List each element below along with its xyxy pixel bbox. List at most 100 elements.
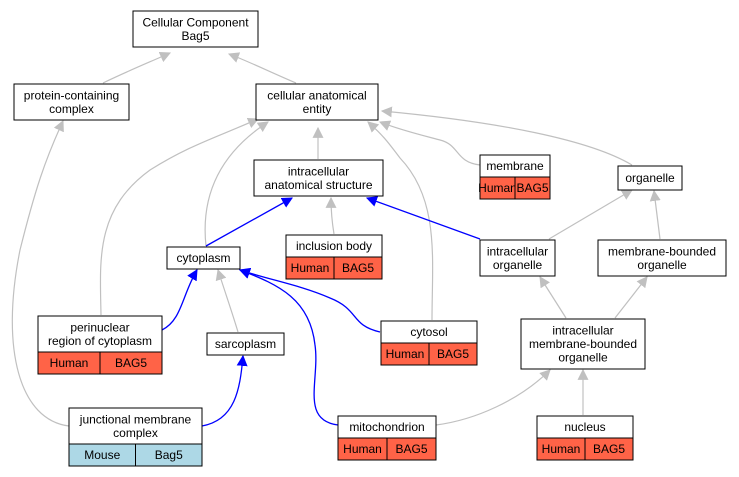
node-label-line: membrane-bounded xyxy=(608,244,716,258)
node-label-line: cytosol xyxy=(410,325,447,339)
node-label-line: intracellular xyxy=(487,244,548,258)
species-label: Human xyxy=(542,442,581,456)
edge-membrane-bounded-organelle-to-organelle xyxy=(649,189,661,240)
edge-intracellular-membrane-bounded-organelle-to-intracellular-organelle xyxy=(539,276,567,319)
node-label-line: inclusion body xyxy=(296,239,372,253)
node-box xyxy=(597,239,727,277)
node-box xyxy=(166,246,241,270)
human-annotation-cell xyxy=(333,256,383,280)
node-sarcoplasm[interactable]: sarcoplasm xyxy=(206,332,285,356)
node-box xyxy=(132,10,259,48)
edge-sarcoplasm-to-cytoplasm xyxy=(215,268,239,333)
species-label: Human xyxy=(343,442,382,456)
edge-perinuclear-region-to-cellular-anatomical-entity xyxy=(99,117,260,316)
edge-cytoplasm-to-intracellular-anatomical-structure xyxy=(205,197,293,247)
edge-cytoplasm-to-cellular-anatomical-entity xyxy=(204,121,269,247)
species-label: Mouse xyxy=(84,448,120,462)
gene-label: BAG5 xyxy=(516,181,548,195)
node-label-line: cellular anatomical xyxy=(267,88,366,102)
node-box xyxy=(13,83,130,121)
edge-mitochondrion-to-intracellular-membrane-bounded-organelle xyxy=(435,369,551,426)
node-box xyxy=(617,165,683,191)
node-label-line: membrane-bounded xyxy=(529,337,637,351)
mouse-annotation-cell xyxy=(135,443,203,467)
node-label-line: organelle xyxy=(625,171,675,185)
species-label: Human xyxy=(478,181,517,195)
node-box xyxy=(479,239,556,277)
species-label: Human xyxy=(50,356,89,370)
human-annotation-cell xyxy=(584,437,634,461)
human-annotation-cell xyxy=(514,176,551,200)
node-label-line: cytoplasm xyxy=(176,251,230,265)
node-label-line: nucleus xyxy=(564,420,605,434)
node-label-line: organelle xyxy=(637,258,687,272)
edge-junctional-membrane-complex-to-protein-containing-complex xyxy=(11,120,70,427)
gene-label: BAG5 xyxy=(395,442,427,456)
node-organelle[interactable]: organelle xyxy=(617,165,683,191)
edge-protein-containing-complex-to-cc-bag5 xyxy=(102,52,172,84)
node-label-line: organelle xyxy=(493,258,543,272)
edge-perinuclear-region-to-cytoplasm xyxy=(161,269,198,331)
edge-mitochondrion-to-cytoplasm xyxy=(238,268,339,426)
edges-layer xyxy=(11,52,661,427)
node-label-line: perinuclear xyxy=(70,320,129,334)
node-box xyxy=(255,83,379,121)
node-box xyxy=(68,407,203,445)
gene-label: BAG5 xyxy=(342,261,374,275)
node-label-line: anatomical structure xyxy=(264,178,372,192)
edge-inclusion-body-to-intracellular-anatomical-structure xyxy=(325,196,337,235)
edge-cytosol-to-cytoplasm xyxy=(238,267,381,333)
gene-label: BAG5 xyxy=(115,356,147,370)
human-annotation-cell xyxy=(428,342,478,366)
node-label-line: membrane xyxy=(486,159,544,173)
species-label: Human xyxy=(291,261,330,275)
edge-membrane-to-cellular-anatomical-entity xyxy=(378,120,481,166)
node-label-line: entity xyxy=(303,102,332,116)
gene-label: BAG5 xyxy=(437,347,469,361)
nodes-layer: Cellular ComponentBag5protein-containing… xyxy=(13,10,727,467)
gene-label: BAG5 xyxy=(593,442,625,456)
node-label-line: mitochondrion xyxy=(349,420,424,434)
node-label-line: Cellular Component xyxy=(142,15,249,29)
gene-label: Bag5 xyxy=(155,448,183,462)
edge-junctional-membrane-complex-to-sarcoplasm xyxy=(201,354,248,427)
edge-intracellular-membrane-bounded-organelle-to-membrane-bounded-organelle xyxy=(614,276,648,319)
node-box xyxy=(37,315,163,353)
node-label-line: Bag5 xyxy=(181,29,209,43)
node-cytoplasm[interactable]: cytoplasm xyxy=(166,246,241,270)
edge-cytosol-to-cellular-anatomical-entity xyxy=(367,121,434,321)
node-label-line: complex xyxy=(113,426,158,440)
node-label-line: region of cytoplasm xyxy=(48,334,152,348)
human-annotation-cell xyxy=(99,351,163,375)
edge-intracellular-organelle-to-organelle xyxy=(548,189,633,240)
edge-organelle-to-cellular-anatomical-entity xyxy=(380,106,633,166)
node-box xyxy=(520,318,646,370)
species-label: Human xyxy=(386,347,425,361)
node-label-line: protein-containing xyxy=(24,88,119,102)
node-label-line: sarcoplasm xyxy=(215,337,276,351)
edge-intracellular-organelle-to-intracellular-anatomical-structure xyxy=(365,196,481,240)
node-label-line: intracellular xyxy=(288,164,349,178)
node-label-line: intracellular xyxy=(552,324,613,338)
node-box xyxy=(253,159,384,197)
node-box xyxy=(206,332,285,356)
edge-cellular-anatomical-entity-to-cc-bag5 xyxy=(227,52,297,84)
node-label-line: organelle xyxy=(558,351,608,365)
human-annotation-cell xyxy=(386,437,437,461)
node-label-line: junctional membrane xyxy=(79,412,192,426)
